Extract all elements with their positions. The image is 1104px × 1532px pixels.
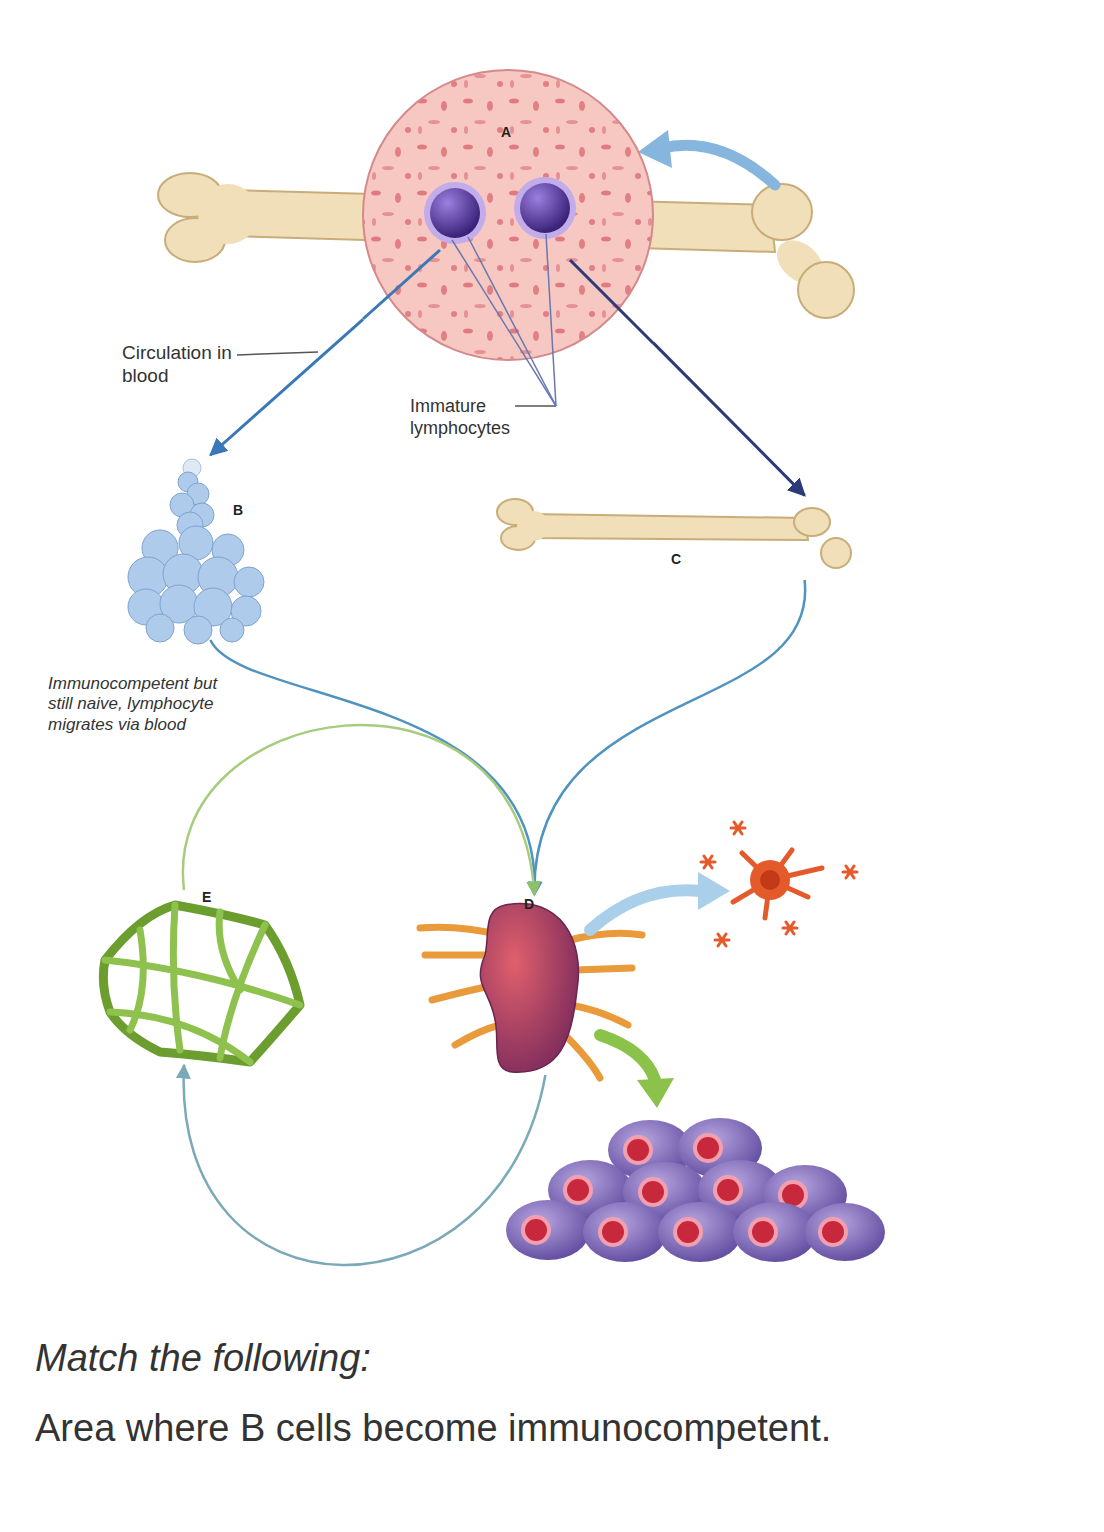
plasma-cell bbox=[506, 1200, 590, 1260]
cell-nucleus bbox=[697, 1137, 719, 1159]
thymus-node: B bbox=[125, 455, 265, 640]
leader-line bbox=[546, 234, 556, 406]
cell-projections bbox=[733, 850, 822, 918]
cell-nucleus bbox=[602, 1221, 624, 1243]
lymph-node bbox=[480, 904, 578, 1073]
question-text: Area where B cells become immunocompeten… bbox=[35, 1406, 1095, 1452]
flow-connector bbox=[183, 725, 535, 895]
cell-nucleus bbox=[567, 1179, 589, 1201]
flow-connector bbox=[653, 343, 805, 496]
leader-line bbox=[452, 240, 556, 406]
lymphatic-strands bbox=[105, 905, 300, 1062]
plasma-cells bbox=[506, 1118, 885, 1262]
leader-line bbox=[515, 405, 556, 407]
antigen-stars bbox=[701, 822, 857, 946]
arrow-start bbox=[570, 260, 653, 343]
cell-nucleus bbox=[627, 1139, 649, 1161]
nucleus-ring bbox=[673, 1217, 703, 1247]
part-letter: E bbox=[202, 890, 211, 904]
bone-node: C bbox=[495, 490, 855, 580]
effector-cell bbox=[750, 860, 790, 900]
lymphatic-network-node: E bbox=[100, 890, 305, 1065]
cell-nucleus bbox=[525, 1219, 547, 1241]
bone-end bbox=[198, 184, 258, 244]
cell-nucleus bbox=[677, 1221, 699, 1243]
plasma-cell bbox=[733, 1202, 817, 1262]
blood-label: Circulation in blood bbox=[122, 342, 240, 388]
nucleus-ring bbox=[748, 1217, 778, 1247]
nucleus-ring bbox=[623, 1135, 653, 1165]
flow-connector bbox=[184, 1065, 546, 1265]
nucleus-ring bbox=[638, 1177, 668, 1207]
thymus-lobe bbox=[234, 567, 264, 597]
zoom-arrow bbox=[662, 145, 775, 185]
lymph-node-node: D bbox=[420, 895, 640, 1075]
migration-note: Immunocompetent but still naive, lymphoc… bbox=[48, 674, 220, 735]
plasma-cell bbox=[658, 1202, 742, 1262]
immature-lymphocyte bbox=[430, 188, 480, 238]
activation-arrow bbox=[590, 890, 700, 930]
bone-trochanter bbox=[752, 184, 812, 240]
bone-head bbox=[798, 262, 854, 318]
part-letter: C bbox=[671, 552, 681, 566]
nucleus-ring bbox=[713, 1175, 743, 1205]
bone-head bbox=[821, 538, 851, 568]
leader-line bbox=[237, 352, 318, 355]
cell-nucleus bbox=[782, 1184, 804, 1206]
nucleus-ring bbox=[598, 1217, 628, 1247]
flow-connector bbox=[534, 580, 805, 895]
activation-arrowhead bbox=[698, 872, 730, 910]
bone-end bbox=[517, 511, 549, 541]
lymphatic-network bbox=[103, 905, 300, 1062]
arrow-start bbox=[363, 250, 440, 319]
lymphocyte-halo bbox=[424, 182, 486, 244]
part-letter: A bbox=[501, 125, 511, 139]
question-prompt: Match the following: bbox=[35, 1336, 1075, 1382]
nucleus-ring bbox=[693, 1133, 723, 1163]
bone-trochanter bbox=[794, 508, 830, 536]
cell-nucleus bbox=[822, 1221, 844, 1243]
thymus-lobe bbox=[146, 614, 174, 642]
cell-nucleus bbox=[760, 870, 780, 890]
differentiation-arrow bbox=[600, 1035, 655, 1080]
nucleus-ring bbox=[521, 1215, 551, 1245]
lymphocyte-label: Immature lymphocytes bbox=[410, 396, 545, 439]
cell-nucleus bbox=[717, 1179, 739, 1201]
differentiation-arrowhead bbox=[637, 1078, 674, 1108]
flow-connector bbox=[210, 640, 534, 895]
cell-nucleus bbox=[752, 1221, 774, 1243]
leader-line bbox=[468, 237, 556, 406]
immature-lymphocyte bbox=[520, 183, 570, 233]
thymus-lobe bbox=[184, 616, 212, 644]
lymphocyte-halo bbox=[514, 177, 576, 239]
plasma-cell bbox=[583, 1202, 667, 1262]
nucleus-ring bbox=[563, 1175, 593, 1205]
thymus-lobe bbox=[220, 618, 244, 642]
cell-nucleus bbox=[642, 1181, 664, 1203]
part-letter: D bbox=[524, 897, 534, 911]
bone-shaft bbox=[530, 514, 808, 540]
bone-marrow-node: A bbox=[363, 70, 653, 360]
marrow-circle bbox=[363, 70, 653, 360]
nucleus-ring bbox=[818, 1217, 848, 1247]
flow-connector bbox=[210, 319, 363, 455]
plasma-cell bbox=[805, 1203, 885, 1261]
part-letter: B bbox=[233, 503, 243, 517]
